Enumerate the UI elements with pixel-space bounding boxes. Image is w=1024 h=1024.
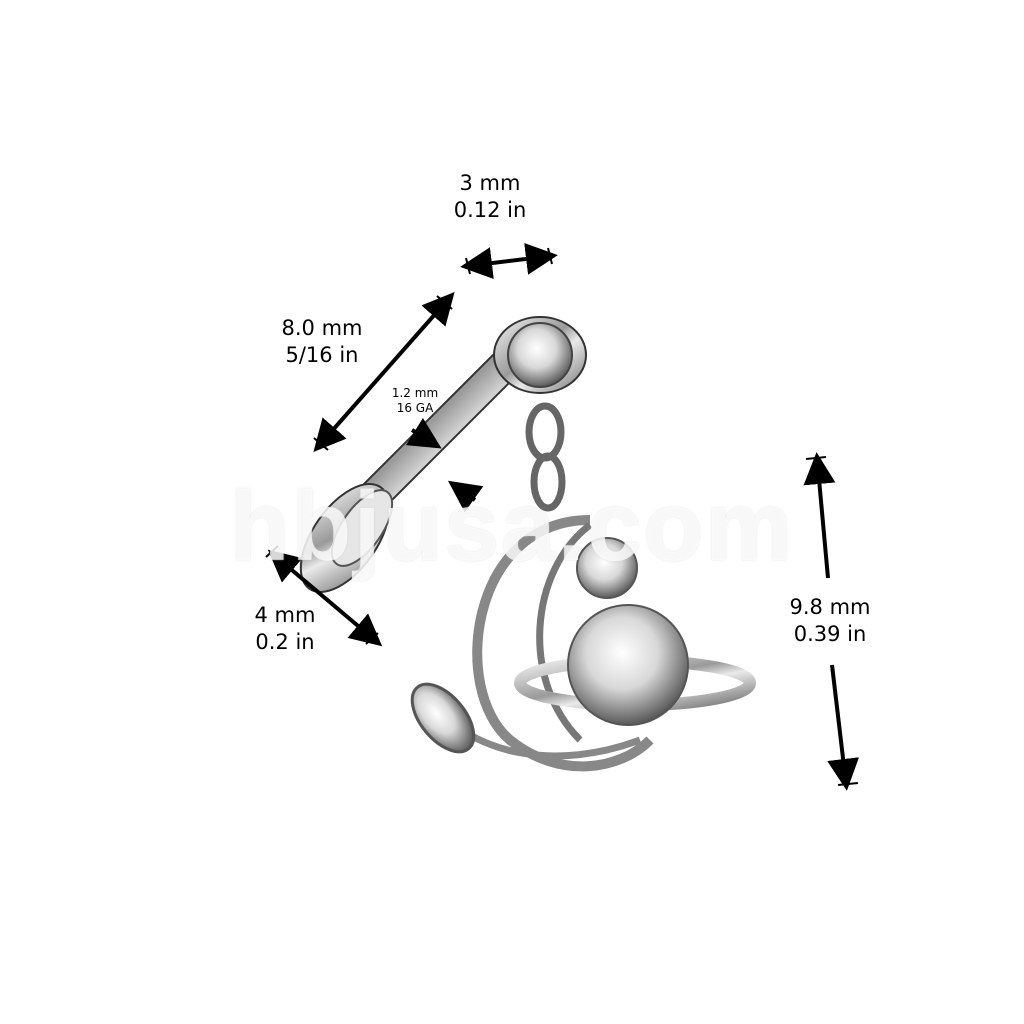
top-width-label: 3 mm 0.12 in (430, 170, 550, 224)
charm-height-arrow-top (803, 452, 836, 579)
bar-length-in: 5/16 in (285, 343, 359, 367)
disc-diameter-in: 0.2 in (255, 630, 315, 654)
gauge-arrow-a (405, 417, 442, 449)
top-width-in: 0.12 in (453, 198, 527, 222)
charm-height-in: 0.39 in (793, 622, 867, 646)
charm-height-label: 9.8 mm 0.39 in (770, 594, 890, 648)
gauge-arrow-b (447, 480, 484, 513)
bar-length-mm: 8.0 mm (281, 316, 363, 340)
dangle-rings (525, 402, 566, 512)
watermark: hbjusa.com (229, 471, 795, 581)
top-width-arrow (460, 243, 558, 279)
gauge-mm: 1.2 mm (391, 386, 439, 400)
charm-height-mm: 9.8 mm (789, 595, 871, 619)
gauge-label: 1.2 mm 16 GA (370, 386, 460, 416)
disc-diameter-arrow (267, 549, 383, 647)
gauge-ga: 16 GA (396, 401, 434, 415)
disc-diameter-label: 4 mm 0.2 in (225, 602, 345, 656)
top-gem (493, 316, 587, 394)
bar-length-label: 8.0 mm 5/16 in (262, 315, 382, 369)
moon-charm (410, 515, 756, 772)
top-width-mm: 3 mm (459, 171, 521, 195)
charm-height-arrow-bottom (827, 664, 860, 791)
bar-length-arrow (313, 292, 455, 452)
disc-diameter-mm: 4 mm (254, 603, 316, 627)
